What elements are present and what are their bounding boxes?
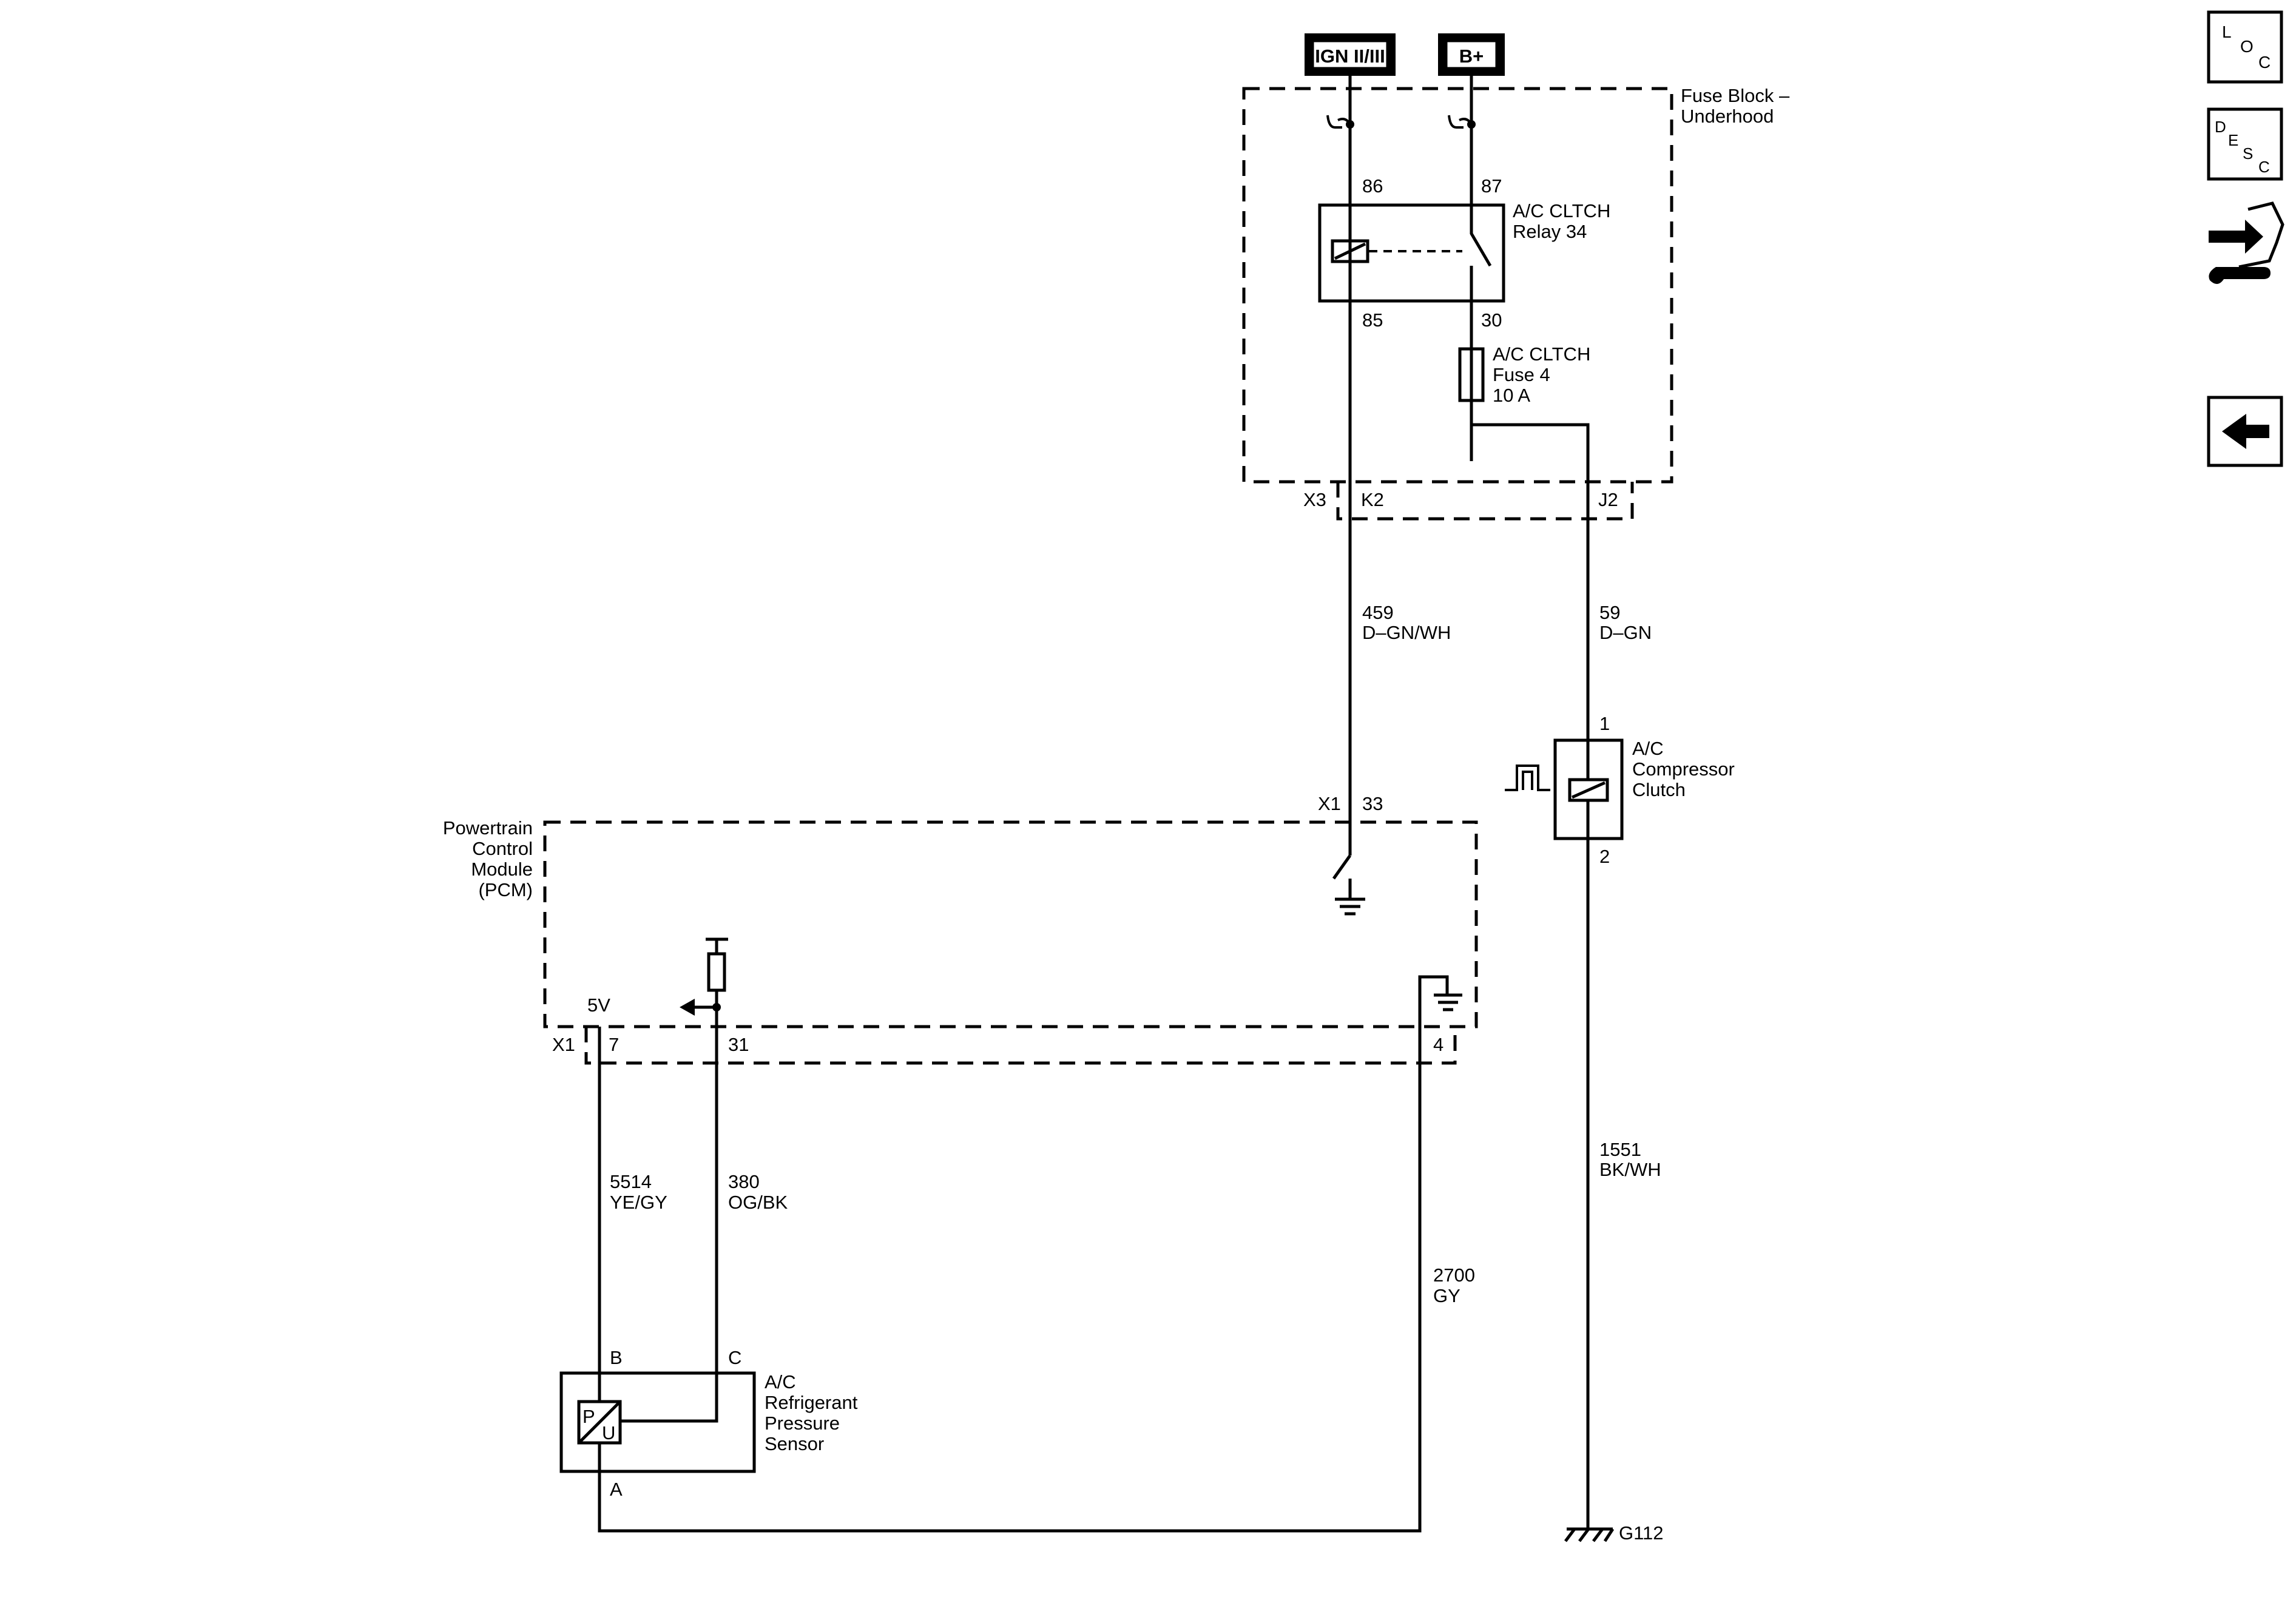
pcm-pin4-internal	[1418, 975, 1449, 1027]
wire-59-path	[1470, 400, 1590, 740]
relay-coil-icon	[1331, 239, 1369, 263]
wire-1551-color: BK/WH	[1599, 1159, 1661, 1180]
description-letter-c: C	[2258, 158, 2270, 176]
ground-g112-label: G112	[1619, 1522, 1664, 1544]
bplus-source-box: B+	[1438, 33, 1505, 76]
fuse-block-pin-k2: K2	[1361, 489, 1384, 510]
pressure-sensor-box	[559, 1371, 756, 1473]
sensor-label: A/C	[765, 1371, 796, 1393]
relay-label: A/C CLTCH	[1513, 200, 1610, 221]
wire-2700-path	[598, 1027, 1422, 1533]
clutch-pin-2: 2	[1599, 846, 1610, 867]
connector-repair-icon	[2209, 201, 2284, 285]
wire-380-path	[620, 1007, 718, 1423]
clutch-coil-icon	[1568, 778, 1609, 802]
relay-pin-30: 30	[1481, 309, 1502, 331]
wire-5514-number: 5514	[610, 1171, 652, 1192]
clutch-pulse-icon	[1505, 765, 1550, 791]
relay-pin-85: 85	[1362, 309, 1383, 331]
pcm-pin-4: 4	[1433, 1034, 1443, 1055]
sensor-letter-p: P	[582, 1406, 595, 1427]
wire-59-number: 59	[1599, 602, 1620, 623]
relay-label-2: Relay 34	[1513, 221, 1587, 242]
ign-source-box: IGN II/III	[1305, 33, 1396, 76]
connector-repair-button[interactable]	[2209, 201, 2284, 285]
fuse-block-label-2: Underhood	[1681, 106, 1774, 127]
fuse-rating: 10 A	[1493, 385, 1530, 406]
fuse-label-2: Fuse 4	[1493, 364, 1550, 385]
pcm-pin-33: 33	[1362, 793, 1383, 814]
pcm-internal-ground-icon	[1335, 879, 1365, 916]
fuse-block-enclosure	[1242, 87, 1673, 484]
sensor-label-4: Sensor	[765, 1433, 824, 1454]
fuse-label: A/C CLTCH	[1493, 343, 1590, 365]
pcm-input-arrow-icon	[680, 999, 717, 1016]
location-letter-l: L	[2222, 22, 2232, 41]
ign-source-label: IGN II/III	[1315, 46, 1385, 67]
pcm-pin-7: 7	[609, 1034, 619, 1055]
wire-1551-number: 1551	[1599, 1139, 1641, 1160]
wire-459-number: 459	[1362, 602, 1394, 623]
pcm-pin-31: 31	[728, 1034, 749, 1055]
pcm-label-3: Module	[471, 859, 533, 880]
relay-pin-87: 87	[1481, 175, 1502, 197]
pressure-sensor-icon: P U	[577, 1400, 622, 1445]
fuse-block-pin-j2: J2	[1598, 489, 1618, 510]
sensor-letter-u: U	[602, 1422, 615, 1443]
wire-59-color: D–GN	[1599, 622, 1652, 643]
pcm-internal-switch-icon	[1332, 854, 1352, 880]
relay-pin-86: 86	[1362, 175, 1383, 197]
clutch-label: A/C	[1632, 738, 1664, 759]
back-arrow-icon	[2222, 414, 2269, 449]
bplus-source-label: B+	[1459, 46, 1484, 67]
pcm-enclosure	[543, 820, 1478, 1028]
pcm-pullup-resistor-icon	[706, 937, 728, 1007]
chassis-ground-icon	[1564, 1527, 1615, 1542]
location-letter-c: C	[2258, 53, 2271, 72]
pcm-connector-x1-top: X1	[1318, 793, 1341, 814]
fuse-block-connector-x3	[1336, 482, 1634, 521]
wire-5514-color: YE/GY	[610, 1192, 667, 1213]
description-letter-s: S	[2243, 144, 2253, 163]
clutch-label-3: Clutch	[1632, 779, 1686, 800]
pcm-label-5v: 5V	[587, 994, 610, 1016]
fuse-block-connector-x3-label: X3	[1303, 489, 1326, 510]
clutch-pin-1: 1	[1599, 713, 1610, 734]
pcm-connector-x1-bottom-label: X1	[552, 1034, 575, 1055]
location-view-button[interactable]: L O C	[2207, 10, 2283, 84]
description-letter-e: E	[2228, 131, 2238, 149]
pcm-connector-x1-bottom	[584, 1027, 1457, 1065]
wire-380-color: OG/BK	[728, 1192, 788, 1213]
back-button[interactable]	[2207, 396, 2283, 467]
sensor-label-3: Pressure	[765, 1413, 840, 1434]
description-view-button[interactable]: D E S C	[2207, 107, 2283, 181]
clutch-label-2: Compressor	[1632, 758, 1735, 780]
relay-switch-icon	[1470, 224, 1492, 461]
description-letter-d: D	[2215, 118, 2226, 136]
pcm-pin4-ground-icon	[1434, 993, 1462, 1011]
pcm-label-2: Control	[472, 838, 533, 859]
sensor-pin-c: C	[728, 1347, 741, 1368]
wire-2700-number: 2700	[1433, 1264, 1475, 1286]
sensor-label-2: Refrigerant	[765, 1392, 858, 1413]
wire-380-number: 380	[728, 1171, 760, 1192]
pcm-label-4: (PCM)	[478, 879, 533, 900]
sensor-pin-a: A	[610, 1479, 623, 1500]
wire-459-color: D–GN/WH	[1362, 622, 1451, 643]
wire-2700-color: GY	[1433, 1285, 1460, 1306]
sensor-pin-b: B	[610, 1347, 623, 1368]
pcm-label: Powertrain	[443, 817, 533, 839]
relay-box	[1318, 203, 1505, 303]
location-letter-o: O	[2240, 37, 2254, 56]
fuse-block-label: Fuse Block –	[1681, 85, 1790, 106]
